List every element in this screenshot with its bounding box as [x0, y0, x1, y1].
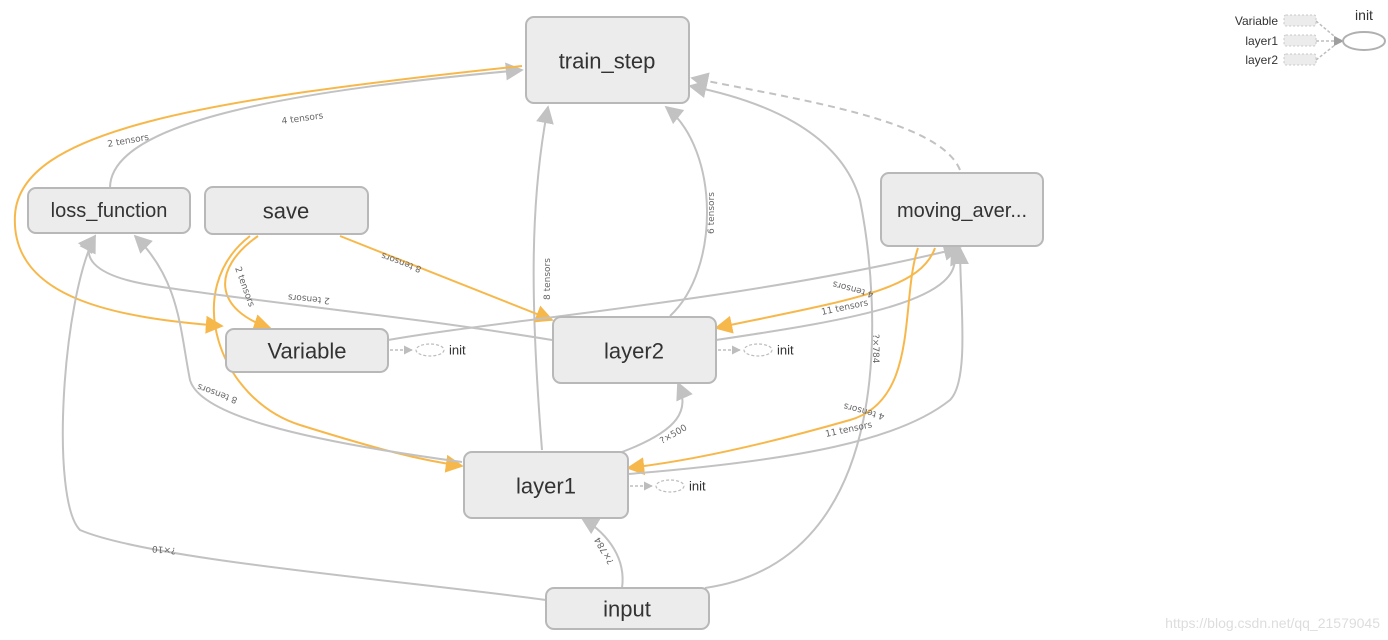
init-node-icon [415, 343, 445, 357]
edge-layer1-to-moving [627, 246, 970, 475]
edge-label: 8 tensors [380, 250, 423, 274]
edge-save-to-layer2 [339, 235, 554, 323]
edge-layer1-to-loss [133, 234, 463, 463]
node-moving-average[interactable]: moving_aver... [880, 172, 1044, 247]
edge-loss-to-train [109, 62, 524, 189]
edge-label: 8 tensors [196, 381, 239, 405]
edge-input-to-loss [61, 234, 547, 601]
legend-item-label: Variable [1235, 14, 1278, 28]
init-stub-layer2: init [718, 343, 794, 358]
init-node-icon [743, 343, 773, 357]
edge-label: ?×784 [593, 535, 617, 566]
edge-label: 4 tensors [831, 278, 874, 299]
legend-init-label: init [1355, 7, 1373, 23]
legend-item-swatch [1283, 14, 1317, 27]
init-node-icon [655, 479, 685, 493]
init-label: init [777, 343, 794, 358]
node-label: save [263, 199, 309, 224]
edge-label: 6 tensors [707, 192, 717, 234]
edge-input-to-layer1 [580, 517, 624, 589]
node-label: input [603, 597, 651, 622]
edge-save-to-variable [224, 235, 272, 332]
legend-init-node[interactable] [1342, 31, 1386, 51]
init-stub-variable: init [390, 343, 466, 358]
node-label: train_step [559, 49, 656, 74]
edge-moving-to-layer1 [626, 247, 919, 476]
node-train-step[interactable]: train_step [525, 16, 690, 104]
edge-layer2-to-loss [77, 234, 553, 341]
node-loss-function[interactable]: loss_function [27, 187, 191, 234]
edge-label: 2 tensors [232, 266, 256, 309]
legend: Variable layer1 layer2 init [1235, 7, 1386, 67]
edge-moving-to-layer2 [714, 247, 936, 334]
edge-layer1-to-layer2 [621, 381, 693, 453]
node-variable[interactable]: Variable [225, 328, 389, 373]
init-stub-layer1: init [630, 479, 706, 494]
legend-item-label: layer2 [1245, 53, 1278, 67]
legend-item-swatch [1283, 34, 1317, 47]
edge-train-to-variable [13, 65, 523, 334]
edge-input-to-train [688, 80, 874, 589]
node-label: layer2 [604, 339, 664, 364]
legend-arrow-icon [1334, 36, 1344, 46]
node-layer1[interactable]: layer1 [463, 451, 629, 519]
edge-label: 2 tensors [287, 291, 330, 305]
node-layer2[interactable]: layer2 [552, 316, 717, 384]
edge-label: 11 tensors [825, 420, 874, 440]
node-label: moving_aver... [897, 200, 1027, 222]
edge-label: 2 tensors [107, 133, 150, 150]
edge-save-to-layer1 [213, 235, 464, 473]
edge-layer1-to-train [532, 105, 554, 451]
node-label: Variable [267, 339, 346, 364]
edge-label: 8 tensors [543, 258, 553, 300]
node-label: loss_function [51, 200, 168, 222]
edge-moving-to-train [690, 72, 961, 171]
edge-label: ?×500 [659, 423, 690, 447]
node-label: layer1 [516, 474, 576, 499]
edge-label: 4 tensors [281, 111, 324, 127]
init-label: init [449, 343, 466, 358]
edge-variable-to-moving [387, 243, 962, 341]
edge-label: ?×784 [870, 334, 880, 364]
edge-layer2-to-train [664, 105, 708, 317]
node-save[interactable]: save [204, 186, 369, 235]
node-input[interactable]: input [545, 587, 710, 630]
edges [13, 62, 970, 601]
edge-layer2-to-moving [715, 246, 967, 341]
legend-item-swatch [1283, 53, 1317, 66]
init-label: init [689, 479, 706, 494]
legend-item-label: layer1 [1245, 34, 1278, 48]
watermark: https://blog.csdn.net/qq_21579045 [1165, 615, 1380, 631]
edge-label: ?×10 [151, 543, 176, 555]
